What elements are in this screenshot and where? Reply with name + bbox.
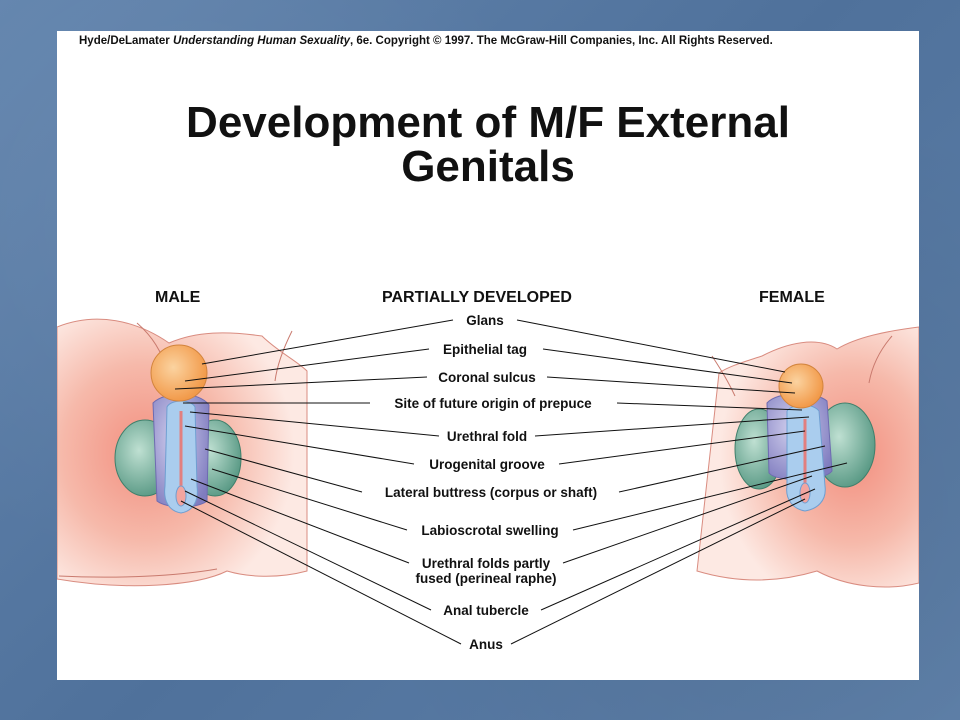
label-glans: Glans xyxy=(466,313,504,328)
copyright-rest: , 6e. Copyright © 1997. The McGraw-Hill … xyxy=(349,35,773,47)
header-female: FEMALE xyxy=(759,289,825,306)
leader-lines xyxy=(174,319,848,645)
copyright-book-title: Understanding Human Sexuality xyxy=(172,35,350,47)
label-lateral-buttress: Lateral buttress (corpus or shaft) xyxy=(384,485,598,500)
title-line-1: Development of M/F External xyxy=(186,98,790,147)
female-figure xyxy=(696,326,919,588)
label-labioscrotal-swelling: Labioscrotal swelling xyxy=(421,523,559,538)
copyright-authors: Hyde/DeLamater xyxy=(79,35,170,47)
label-urethral-fold: Urethral fold xyxy=(446,429,528,444)
slide-canvas: Hyde/DeLamater Understanding Human Sexua… xyxy=(57,31,919,680)
label-urethral-folds-partly-fused: Urethral folds partly fused (perineal ra… xyxy=(415,556,557,586)
title-line-2: Genitals xyxy=(401,142,575,191)
header-male: MALE xyxy=(155,289,201,306)
label-urogenital-groove: Urogenital groove xyxy=(429,457,545,472)
label-prepuce-site: Site of future origin of prepuce xyxy=(394,396,592,411)
copyright-notice: Hyde/DeLamater Understanding Human Sexua… xyxy=(79,35,773,47)
label-anus: Anus xyxy=(469,637,503,652)
label-urethral-folds-line-2: fused (perineal raphe) xyxy=(415,571,557,586)
slide-title: Development of M/F External Genitals xyxy=(57,101,919,189)
label-anal-tubercle: Anal tubercle xyxy=(443,603,529,618)
label-urethral-folds-line-1: Urethral folds partly xyxy=(421,556,551,571)
label-coronal-sulcus: Coronal sulcus xyxy=(438,370,536,385)
header-partially-developed: PARTIALLY DEVELOPED xyxy=(382,289,572,306)
label-epithelial-tag: Epithelial tag xyxy=(442,342,528,357)
genital-development-diagram xyxy=(57,318,919,645)
